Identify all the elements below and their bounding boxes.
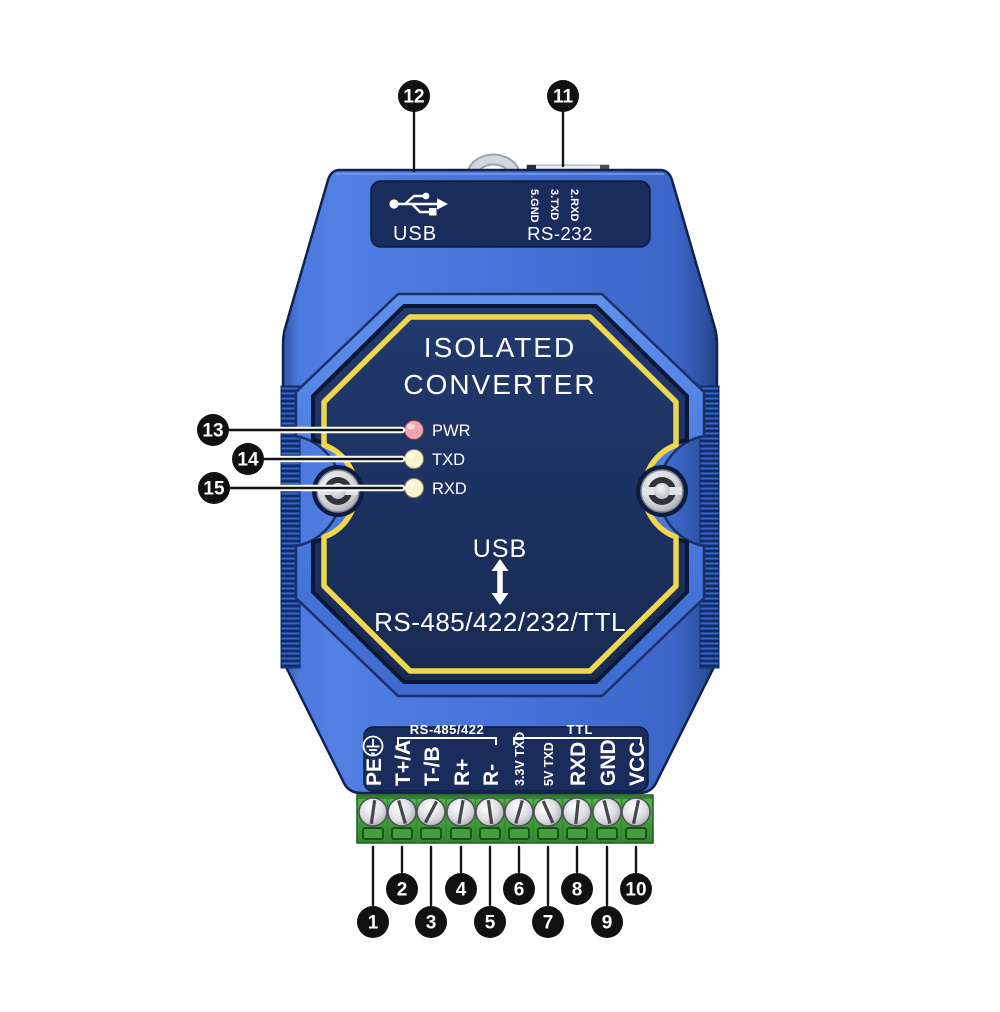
callout-9: 9 <box>591 845 623 938</box>
rxd-led-highlight <box>407 481 415 488</box>
usb-cable-hook <box>467 153 520 175</box>
rxd-led-label: RXD <box>432 480 467 498</box>
callout-8-number: 8 <box>572 880 583 901</box>
callout-12: 12 <box>398 80 430 173</box>
panel-title-line2: CONVERTER <box>403 369 596 400</box>
earth-ground-icon <box>362 735 384 757</box>
callout-10-number: 10 <box>625 880 646 901</box>
callout-3: 3 <box>415 845 447 938</box>
callout-2: 2 <box>386 845 418 905</box>
callout-8: 8 <box>561 845 593 905</box>
terminal-wire-slots <box>362 827 647 840</box>
pwr-led <box>404 420 424 440</box>
ttl-group-bracket <box>513 737 642 745</box>
terminal-label-tb: T-/B <box>421 746 444 786</box>
pwr-led-label: PWR <box>432 422 471 440</box>
terminal-label-rxd: RXD <box>567 742 590 786</box>
txd-led-highlight <box>407 452 415 459</box>
txd-led-label: TXD <box>432 451 465 469</box>
terminal-label-33vtxd: 3.3V TXD <box>513 732 527 786</box>
terminal-label-panel <box>363 726 649 792</box>
terminal-cell-separators <box>386 796 623 843</box>
txd-led <box>404 449 424 469</box>
callout-4: 4 <box>445 845 477 905</box>
callout-5: 5 <box>474 845 506 938</box>
rs232-pin-label-txd: 3.TXD <box>548 189 560 220</box>
callout-4-number: 4 <box>456 880 467 901</box>
terminal-label-rplus: R+ <box>451 759 474 786</box>
callout-1-number: 1 <box>368 913 379 934</box>
callout-11-number: 11 <box>553 87 574 108</box>
callout-13-number: 13 <box>202 421 223 442</box>
callout-15: 15 <box>198 472 406 504</box>
callout-2-number: 2 <box>397 880 408 901</box>
rs232-port-label: RS-232 <box>527 223 593 244</box>
callout-9-number: 9 <box>602 913 613 934</box>
callout-13: 13 <box>197 414 406 446</box>
terminal-label-5vtxd: 5V TXD <box>542 742 556 786</box>
callout-15-number: 15 <box>203 479 225 500</box>
conversion-to-label: RS-485/422/232/TTL <box>374 607 626 637</box>
top-label-panel <box>370 180 651 248</box>
callout-1: 1 <box>357 845 389 938</box>
terminal-block <box>356 794 654 844</box>
usb-hook-arch <box>469 155 518 174</box>
usb-port-label: USB <box>393 223 437 245</box>
panel-title-line1: ISOLATED <box>424 332 576 363</box>
rs232-pin-labels: 5.GND 3.TXD 2.RXD <box>528 189 580 223</box>
rs485-group-bracket <box>397 737 497 745</box>
conversion-from-label: USB <box>473 535 527 563</box>
pwr-led-highlight <box>407 423 415 430</box>
callout-12-number: 12 <box>403 87 424 108</box>
terminal-label-ta: T+/A <box>392 740 415 786</box>
ttl-group-label: TTL <box>567 722 594 737</box>
callout-5-number: 5 <box>485 913 496 934</box>
callout-6: 6 <box>503 845 535 905</box>
led-indicators: PWR TXD RXD <box>404 420 471 498</box>
callout-7: 7 <box>532 845 564 938</box>
callout-14: 14 <box>232 443 406 475</box>
callout-11: 11 <box>547 80 579 168</box>
usb-icon <box>389 192 448 216</box>
callouts: 12 11 13 14 15 1 <box>197 80 652 938</box>
rs232-pin-label-gnd: 5.GND <box>528 189 540 223</box>
terminal-label-gnd: GND <box>597 739 620 786</box>
rs232-pin-label-rxd: 2.RXD <box>568 189 580 221</box>
terminal-screws <box>358 797 651 827</box>
rxd-led <box>404 478 424 498</box>
callout-3-number: 3 <box>426 913 437 934</box>
callout-6-number: 6 <box>514 880 525 901</box>
terminal-labels: PE T+/A T-/B R+ R- 3.3V TXD 5V TXD RXD G… <box>363 732 649 786</box>
callout-10: 10 <box>620 845 652 905</box>
terminal-label-pe: PE <box>363 758 386 786</box>
terminal-label-vcc: VCC <box>626 742 649 786</box>
terminal-label-rminus: R- <box>480 764 503 786</box>
rs485-group-label: RS-485/422 <box>410 722 484 737</box>
case-screw-right <box>636 465 688 517</box>
callout-14-number: 14 <box>237 450 259 471</box>
bidirectional-arrow-icon <box>491 559 509 605</box>
callout-7-number: 7 <box>543 913 554 934</box>
